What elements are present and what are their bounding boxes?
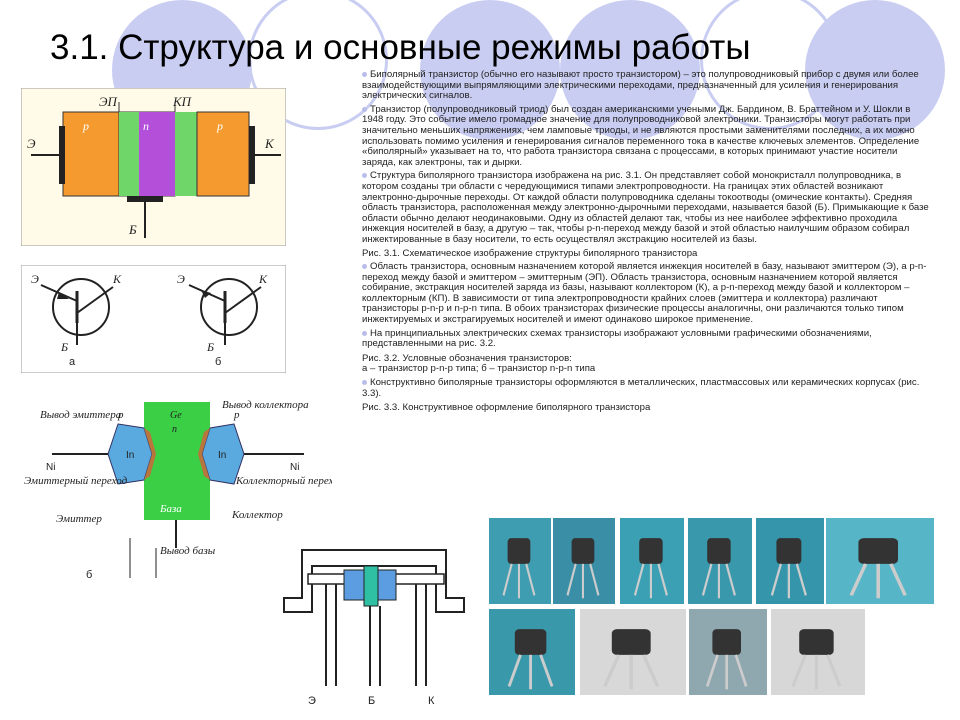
- base-pin-label: Б: [368, 695, 375, 707]
- emitter-label: Эмиттер: [56, 513, 102, 525]
- figure-label-b: б: [215, 356, 221, 368]
- figure-label-b: б: [86, 569, 92, 581]
- collector-label-a: К: [112, 272, 122, 286]
- collector-pin-label: К: [428, 695, 435, 707]
- paragraph: Транзистор (полупроводниковый триод) был…: [362, 104, 932, 169]
- region-label-p: p: [82, 119, 89, 133]
- base-label: База: [159, 503, 182, 515]
- transistor-photo: [620, 518, 684, 604]
- ni-left-label: Ni: [46, 462, 55, 473]
- transistor-photo: [489, 518, 551, 604]
- region-label-p: p: [216, 119, 223, 133]
- emitter-pin-label: Э: [308, 695, 316, 707]
- junction-label-ep: ЭП: [99, 94, 119, 109]
- slide-title: 3.1. Структура и основные режимы работы: [50, 28, 751, 67]
- ge-label: Ge: [170, 410, 182, 421]
- paragraph: Биполярный транзистор (обычно его называ…: [362, 69, 932, 102]
- figure-label-a: а: [69, 356, 76, 368]
- emitter-label-b: Э: [177, 272, 185, 286]
- figure-caption: Рис. 3.2. Условные обозначения транзисто…: [362, 352, 596, 375]
- paragraph: На принципиальных электрических схемах т…: [362, 328, 932, 350]
- transistor-photo: [489, 609, 575, 695]
- n-label: n: [172, 424, 177, 435]
- base-label: Б: [128, 222, 137, 237]
- base-lead-label: Вывод базы: [160, 545, 216, 557]
- paragraph: Структура биполярного транзистора изобра…: [362, 171, 932, 245]
- transistor-photo: [580, 609, 686, 695]
- transistor-symbols-figure: Э К Б а Э К Б б: [21, 265, 286, 373]
- junction-label-kp: КП: [172, 94, 193, 109]
- paragraph: Конструктивно биполярные транзисторы офо…: [362, 377, 932, 399]
- transistor-photo: [826, 518, 934, 604]
- emitter-lead-label: Вывод эмиттера: [40, 409, 122, 421]
- emitter-label: Э: [27, 136, 36, 151]
- transistor-photo: [688, 518, 752, 604]
- figure-caption: Рис. 3.3. Конструктивное оформление бипо…: [362, 402, 651, 414]
- collector-label: Коллектор: [231, 509, 283, 521]
- ni-right-label: Ni: [290, 462, 299, 473]
- base-label-b: Б: [206, 340, 214, 354]
- collector-label: К: [264, 136, 275, 151]
- transistor-photo: [553, 518, 615, 604]
- transistor-structure-figure: ЭП КП p n p Э К Б: [21, 88, 286, 246]
- collector-junction-label: Коллекторный переход: [235, 475, 332, 487]
- decor-circle: [248, 0, 388, 130]
- p-right-label: p: [233, 409, 240, 421]
- collector-lead-label: Вывод коллектора: [222, 399, 309, 411]
- paragraph: Область транзистора, основным назначение…: [362, 261, 932, 326]
- emitter-label-a: Э: [31, 272, 39, 286]
- emitter-junction-label: Эмиттерный переход: [24, 475, 128, 487]
- alloy-transistor-figure: Вывод эмиттера Вывод коллектора Эмиттерн…: [24, 399, 332, 581]
- in-left-label: In: [126, 450, 134, 461]
- base-label-a: Б: [60, 340, 68, 354]
- transistor-photo: [771, 609, 865, 695]
- region-label-n: n: [143, 119, 149, 133]
- p-left-label: p: [117, 409, 124, 421]
- figure-caption: Рис. 3.1. Схематическое изображение стру…: [362, 247, 698, 259]
- collector-label-b: К: [258, 272, 268, 286]
- transistor-photo: [756, 518, 824, 604]
- transistor-photo: [689, 609, 767, 695]
- in-right-label: In: [218, 450, 226, 461]
- transistor-package-figure: Э Б К: [283, 549, 465, 707]
- text-block: Биполярный транзистор (обычно его называ…: [362, 69, 932, 417]
